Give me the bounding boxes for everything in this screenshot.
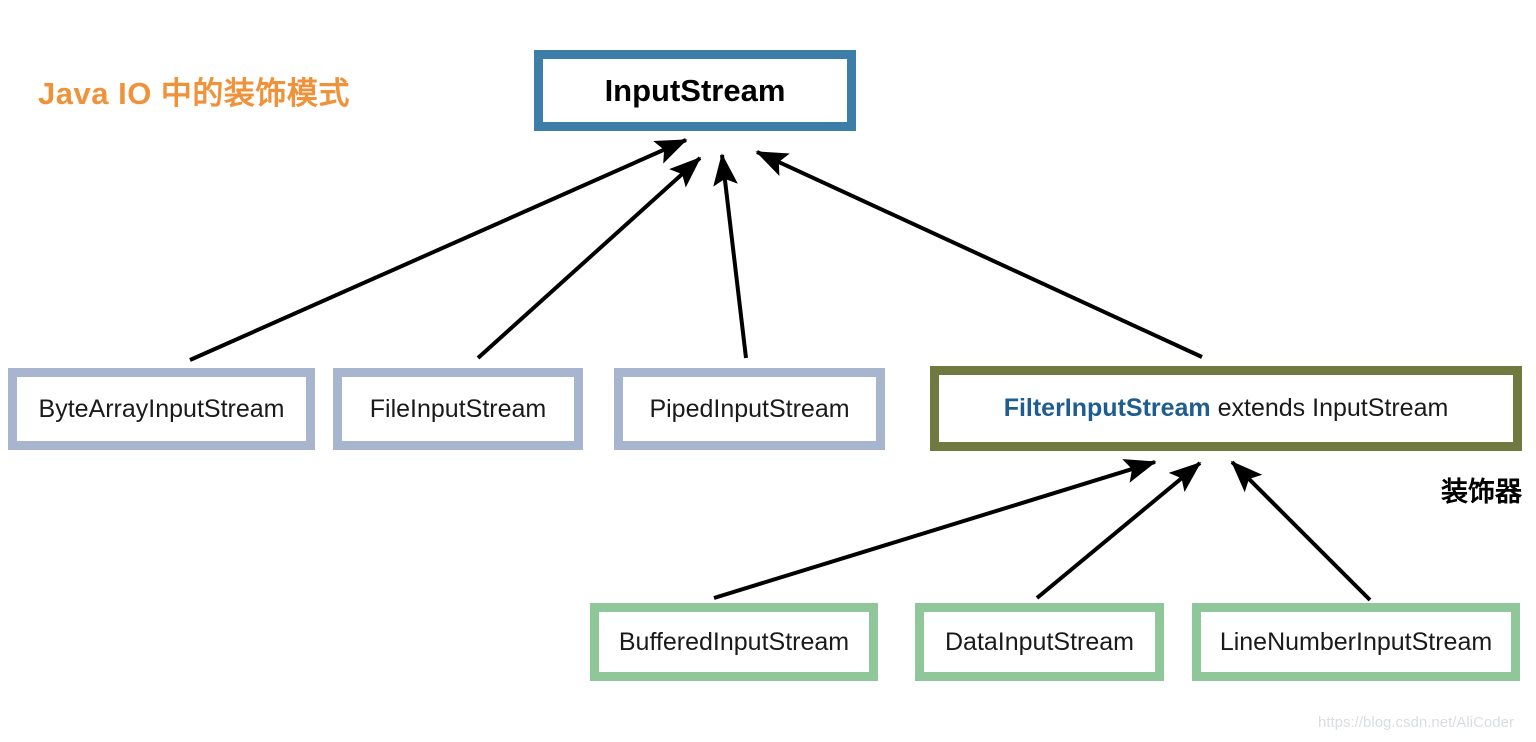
buffered-to-filter: [713, 459, 1157, 600]
watermark: https://blog.csdn.net/AliCoder: [1318, 714, 1514, 731]
node-linenumberinputstream-label: LineNumberInputStream: [1219, 627, 1493, 656]
decorator-annotation: 装饰器: [1441, 477, 1522, 507]
file-to-inputstream: [476, 156, 702, 360]
node-bufferedinputstream-label: BufferedInputStream: [618, 627, 850, 656]
node-bufferedinputstream[interactable]: BufferedInputStream: [590, 603, 878, 681]
page-title: Java IO 中的装饰模式: [38, 76, 350, 111]
node-filterinputstream-text: FilterInputStream extends InputStream: [1004, 394, 1449, 423]
filter-to-inputstream: [755, 150, 1203, 359]
node-datainputstream[interactable]: DataInputStream: [915, 603, 1164, 681]
node-inputstream-label: InputStream: [604, 72, 786, 108]
data-to-filter: [1035, 461, 1202, 600]
node-filterinputstream[interactable]: FilterInputStream extends InputStream: [930, 366, 1522, 451]
node-fileinputstream[interactable]: FileInputStream: [333, 368, 583, 450]
linenumber-to-filter: [1230, 460, 1372, 602]
node-bytearrayinputstream-label: ByteArrayInputStream: [38, 394, 285, 423]
bytearray-to-inputstream: [189, 138, 688, 362]
node-filterinputstream-suffix: extends InputStream: [1210, 394, 1449, 422]
piped-to-inputstream: [713, 153, 748, 359]
node-filterinputstream-emphasis: FilterInputStream: [1003, 394, 1211, 422]
node-linenumberinputstream[interactable]: LineNumberInputStream: [1192, 603, 1520, 681]
node-fileinputstream-label: FileInputStream: [369, 394, 547, 423]
node-bytearrayinputstream[interactable]: ByteArrayInputStream: [8, 368, 315, 450]
node-datainputstream-label: DataInputStream: [945, 627, 1134, 656]
node-pipedinputstream[interactable]: PipedInputStream: [614, 368, 885, 450]
node-pipedinputstream-label: PipedInputStream: [649, 394, 850, 423]
node-inputstream[interactable]: InputStream: [534, 50, 856, 131]
